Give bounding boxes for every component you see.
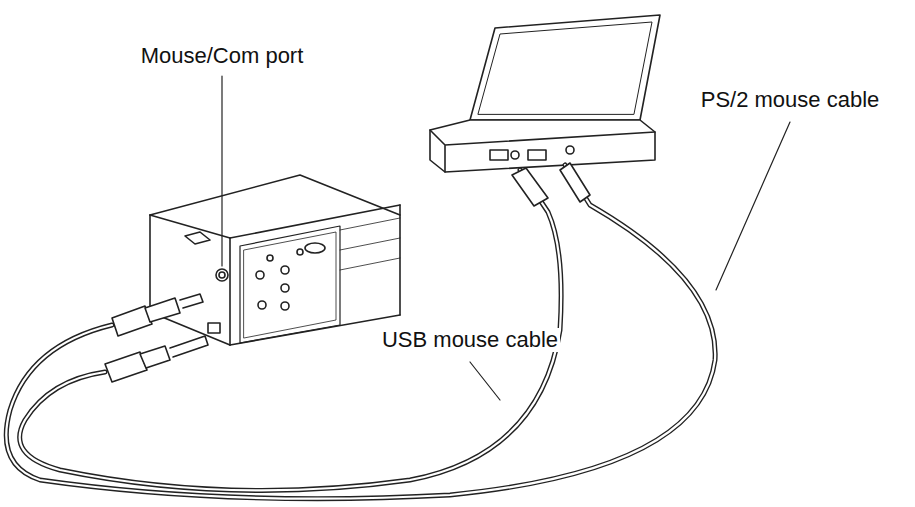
callout-label: Mouse/Com port bbox=[139, 44, 306, 68]
projector bbox=[150, 175, 400, 350]
ps2-cable bbox=[6, 163, 715, 499]
callout-label: USB mouse cable bbox=[380, 328, 560, 352]
leader-lines bbox=[222, 76, 790, 400]
callout-label: PS/2 mouse cable bbox=[699, 88, 882, 112]
laptop bbox=[430, 15, 660, 172]
